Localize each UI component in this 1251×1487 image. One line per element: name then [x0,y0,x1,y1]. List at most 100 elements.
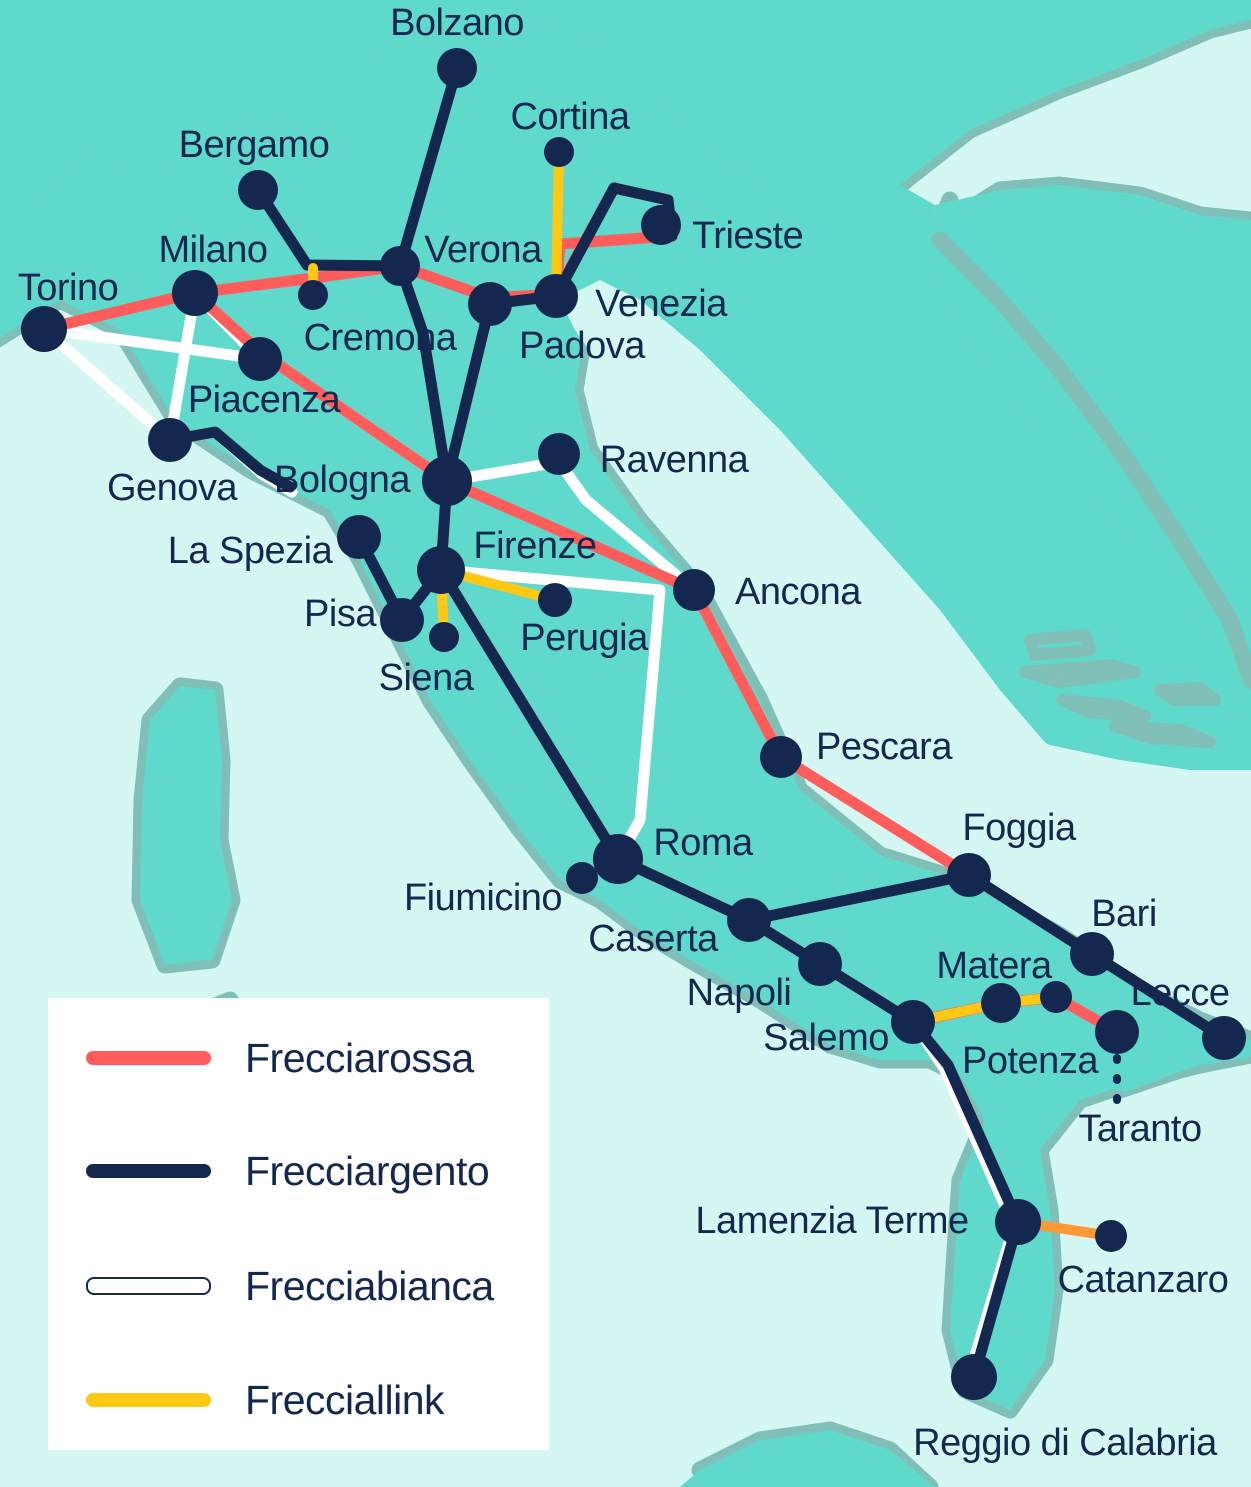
legend-item-frecciarossa[interactable]: Frecciarossa [48,1028,549,1088]
station-node-bologna[interactable] [422,456,472,506]
station-node-caserta[interactable] [727,898,771,942]
station-label-cremona: Cremona [304,317,458,359]
legend-item-frecciabianca[interactable]: Frecciabianca [48,1256,549,1316]
station-label-firenze: Firenze [473,525,596,567]
station-node-firenze[interactable] [417,546,465,594]
station-label-potenza: Potenza [962,1040,1099,1082]
station-node-verona[interactable] [380,246,420,286]
frecciabianca-segment [38,323,176,446]
frecciargento-segment [441,298,496,487]
station-label-napoli: Napoli [687,972,792,1014]
station-node-la-spezia[interactable] [337,515,381,559]
station-label-cortina: Cortina [511,96,631,138]
station-node-bolzano[interactable] [437,48,477,88]
legend-label-freccialink: Frecciallink [245,1376,445,1423]
frecciargento-segment [353,475,453,626]
station-node-genova[interactable] [148,418,192,462]
legend-item-freccialink[interactable]: Frecciallink [48,1370,549,1430]
station-node-torino[interactable] [21,306,67,352]
station-label-roma: Roma [653,822,754,864]
legend-label-frecciarossa: Frecciarossa [245,1034,474,1081]
station-node-ancona[interactable] [673,569,715,611]
station-label-milano: Milano [159,229,268,271]
station-label-bolzano: Bolzano [390,2,524,44]
station-node-piacenza[interactable] [238,337,282,381]
station-node-milano[interactable] [172,270,218,316]
station-node-catanzaro[interactable] [1095,1220,1127,1252]
station-label-matera: Matera [936,945,1053,987]
station-node-trieste[interactable] [641,205,681,245]
station-node-napoli[interactable] [798,942,842,986]
station-label-bergamo: Bergamo [179,124,330,166]
station-node-foggia[interactable] [947,853,991,897]
station-label-bari: Bari [1091,893,1157,935]
station-node-venezia[interactable] [534,274,578,318]
station-node-ravenna[interactable] [538,433,580,475]
station-label-trieste: Trieste [692,215,803,257]
station-node-taranto[interactable] [1095,1010,1139,1054]
station-node-reggio-di-calabria[interactable] [951,1354,997,1400]
station-label-lamenzia-terme: Lamenzia Terme [695,1200,968,1242]
station-label-torino: Torino [18,267,119,309]
adriatic-bay [560,280,1100,820]
frecciabianca-segment [38,323,266,365]
station-label-caserta: Caserta [588,918,719,960]
station-label-lecce: Lecce [1131,972,1230,1014]
station-node-matera[interactable] [981,983,1021,1023]
station-label-siena: Siena [379,657,475,699]
station-label-pisa: Pisa [304,593,377,635]
station-label-pescara: Pescara [816,726,953,768]
station-node-roma[interactable] [593,834,643,884]
station-label-salemo: Salemo [763,1017,889,1059]
station-node-salemo[interactable] [891,1000,935,1044]
frecciargento-segment [164,426,296,493]
station-label-ancona: Ancona [735,571,862,613]
frecciargento-segment [907,1016,1024,1383]
station-label-piacenza: Piacenza [188,379,342,421]
station-label-verona: Verona [424,229,543,271]
adriatic-coast-line [931,231,1251,689]
station-node-lamenzia-terme[interactable] [995,1199,1041,1245]
station-label-foggia: Foggia [962,807,1077,849]
station-node-perugia[interactable] [538,583,572,617]
station-label-genova: Genova [107,467,238,509]
station-label-ravenna: Ravenna [600,439,750,481]
station-label-reggio-di-calabria: Reggio di Calabria [913,1422,1218,1464]
croatian-islands [1019,629,1221,748]
freccialink-segment [551,147,564,301]
station-node-pescara[interactable] [760,736,802,778]
station-node-bergamo[interactable] [238,170,278,210]
station-label-taranto: Taranto [1078,1108,1201,1150]
station-node-siena[interactable] [429,622,459,652]
station-label-venezia: Venezia [595,283,728,325]
frecciargento-swatch [86,1164,211,1178]
station-label-perugia: Perugia [520,617,649,659]
station-label-bologna: Bologna [274,459,411,501]
frecciabianca-swatch [86,1277,211,1295]
station-node-cortina[interactable] [544,137,574,167]
city-nodes[interactable] [21,48,1246,1400]
legend-item-frecciargento[interactable]: Frecciargento [48,1141,549,1201]
station-label-catanzaro: Catanzaro [1058,1259,1229,1301]
station-node-pisa[interactable] [380,598,424,642]
legend-label-frecciargento: Frecciargento [245,1147,490,1194]
freccialink-swatch [86,1393,211,1407]
station-node-lecce[interactable] [1202,1016,1246,1060]
station-node-cremona[interactable] [298,280,328,310]
frecciargento-segment [435,564,624,865]
station-label-padova: Padova [519,325,646,367]
frecciabianca-segment [164,287,201,446]
station-label-fiumicino: Fiumicino [404,877,562,919]
station-node-potenza[interactable] [1040,981,1072,1013]
frecciarossa-swatch [86,1051,211,1065]
station-node-bari[interactable] [1070,932,1114,976]
station-node-fiumicino[interactable] [566,862,598,894]
station-label-la-spezia: La Spezia [168,530,334,572]
frecciargento-segment [394,62,463,272]
station-node-padova[interactable] [468,282,512,326]
legend-label-frecciabianca: Frecciabianca [245,1262,494,1309]
